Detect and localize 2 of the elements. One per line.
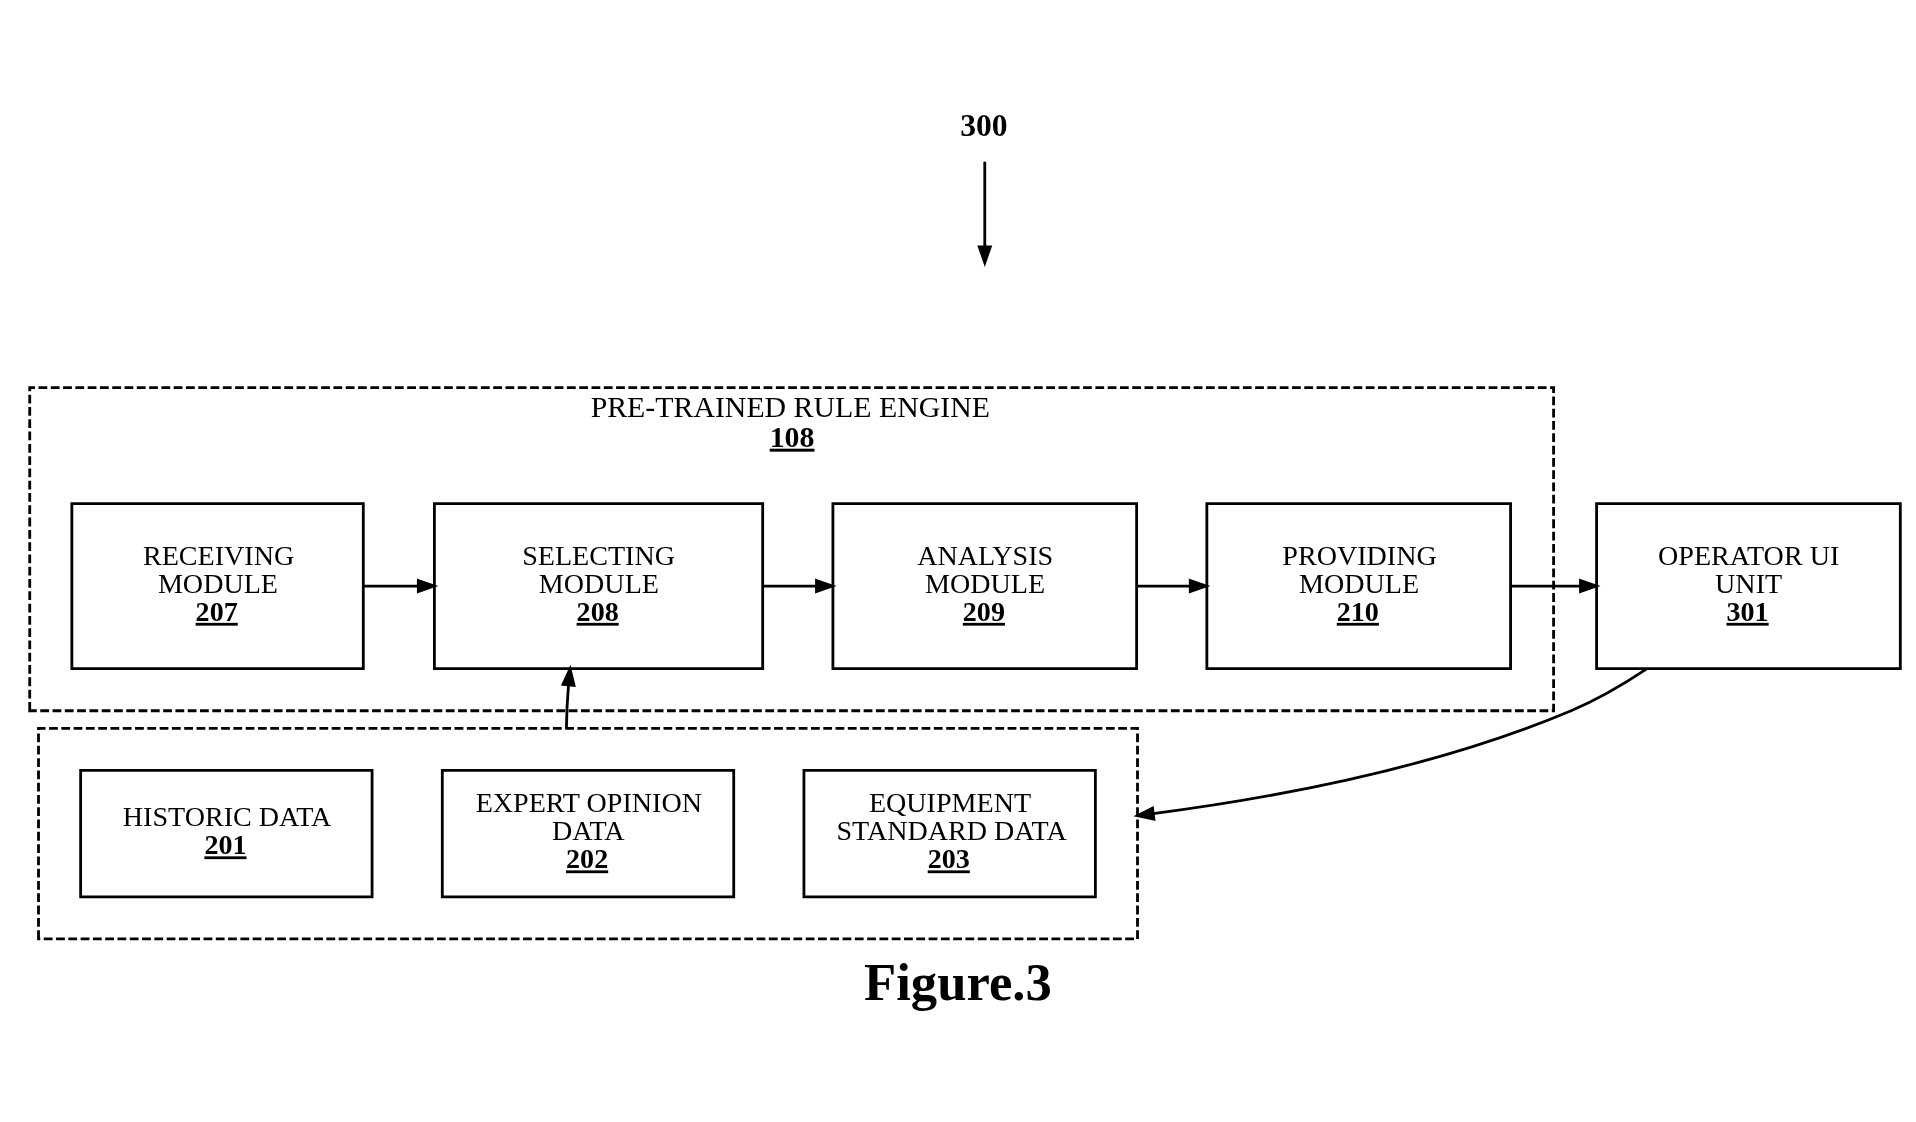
caption: Figure.3 <box>864 952 1052 1011</box>
node-text: 300 <box>960 107 1008 143</box>
